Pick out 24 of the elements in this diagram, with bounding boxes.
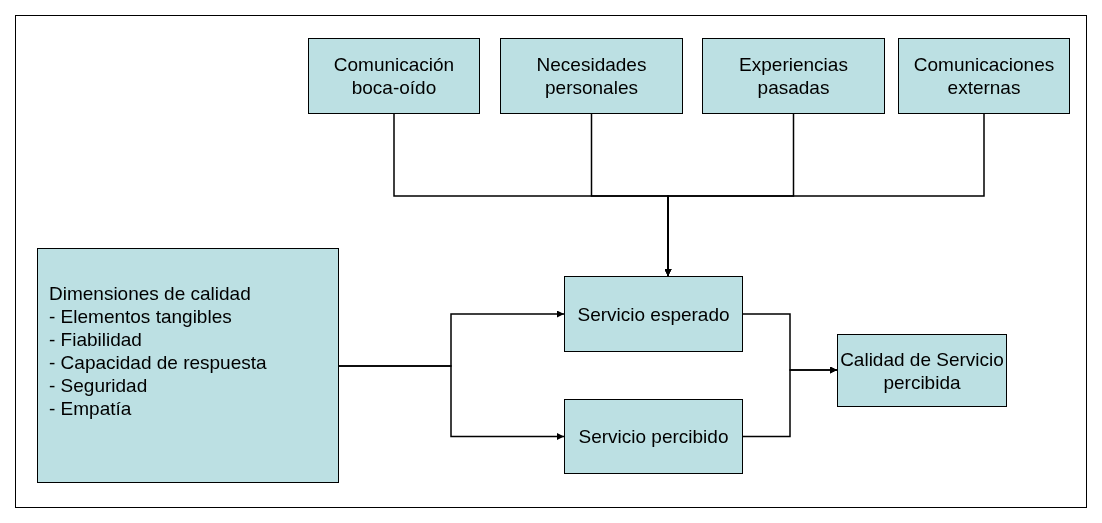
- box-text: - Elementos tangibles: [49, 304, 232, 328]
- process-box: [500, 38, 683, 114]
- connector-arrow: [338, 365, 565, 440]
- box-text: Necesidades personales: [535, 53, 648, 99]
- box-text: - Seguridad: [49, 373, 148, 397]
- process-box: [308, 38, 480, 114]
- process-box: [37, 248, 339, 483]
- process-box: [564, 276, 743, 352]
- box-text: Experiencias pasadas: [738, 53, 849, 99]
- box-text: Servicio esperado: [576, 302, 731, 326]
- box-text: Comunicaciones externas: [912, 53, 1056, 99]
- box-text: Dimensiones de calidad: [49, 281, 251, 305]
- box-text: - Fiabilidad: [49, 327, 142, 351]
- process-box: [837, 334, 1007, 407]
- box-text: Comunicación boca-oído: [332, 53, 456, 99]
- box-text: Servicio percibido: [577, 425, 730, 448]
- connector-arrow: [664, 113, 985, 277]
- process-box: [702, 38, 885, 114]
- box-text: Calidad de Servicio percibida: [839, 347, 1005, 394]
- process-box: [564, 399, 743, 474]
- box-text: - Empatía: [49, 396, 132, 420]
- connector-arrow: [742, 366, 838, 438]
- box-text: - Capacidad de respuesta: [49, 350, 267, 374]
- process-box: [898, 38, 1070, 114]
